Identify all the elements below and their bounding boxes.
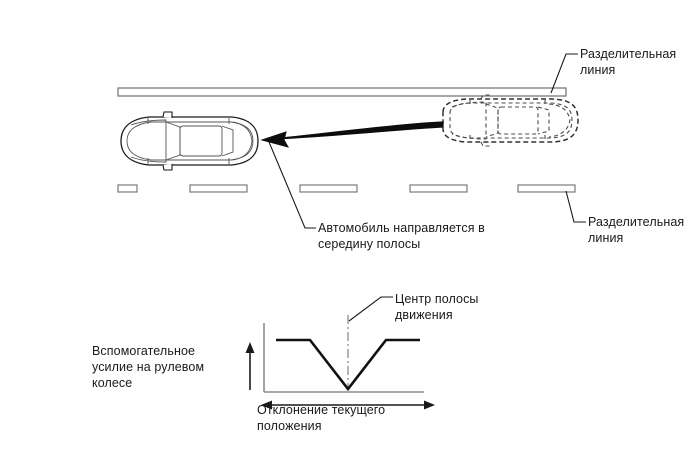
leader-divider-top xyxy=(550,53,578,94)
trajectory-arrow xyxy=(260,121,444,148)
car-top-view-solid xyxy=(120,111,259,171)
deviation-arrow xyxy=(261,400,435,410)
road-divider-line xyxy=(117,87,567,97)
label-lane-center: Центр полосы движения xyxy=(395,292,479,322)
graph-axes xyxy=(263,323,424,393)
label-deviation: Отклонение текущего положения xyxy=(257,403,386,433)
label-assist-force: Вспомогательное усилие на рулевом колесе xyxy=(92,344,205,390)
y-axis-arrow-icon xyxy=(245,342,255,390)
lane-marking xyxy=(117,184,138,193)
lane-marking xyxy=(189,184,248,193)
road-scene xyxy=(117,53,586,229)
leader-lane-center xyxy=(348,296,393,322)
lane-markings xyxy=(117,184,576,193)
leader-car-heading xyxy=(268,141,316,229)
lane-marking xyxy=(409,184,468,193)
label-divider-line-top: Разделительная линия xyxy=(580,47,677,77)
leader-divider-bottom xyxy=(565,190,586,223)
label-divider-line-bottom: Разделительная линия xyxy=(588,215,685,245)
car-top-view-dashed xyxy=(442,94,579,147)
lane-marking xyxy=(299,184,358,193)
assist-force-curve xyxy=(276,338,420,392)
lane-marking xyxy=(517,184,576,193)
label-car-heading: Автомобиль направляется в середину полос… xyxy=(318,221,485,251)
